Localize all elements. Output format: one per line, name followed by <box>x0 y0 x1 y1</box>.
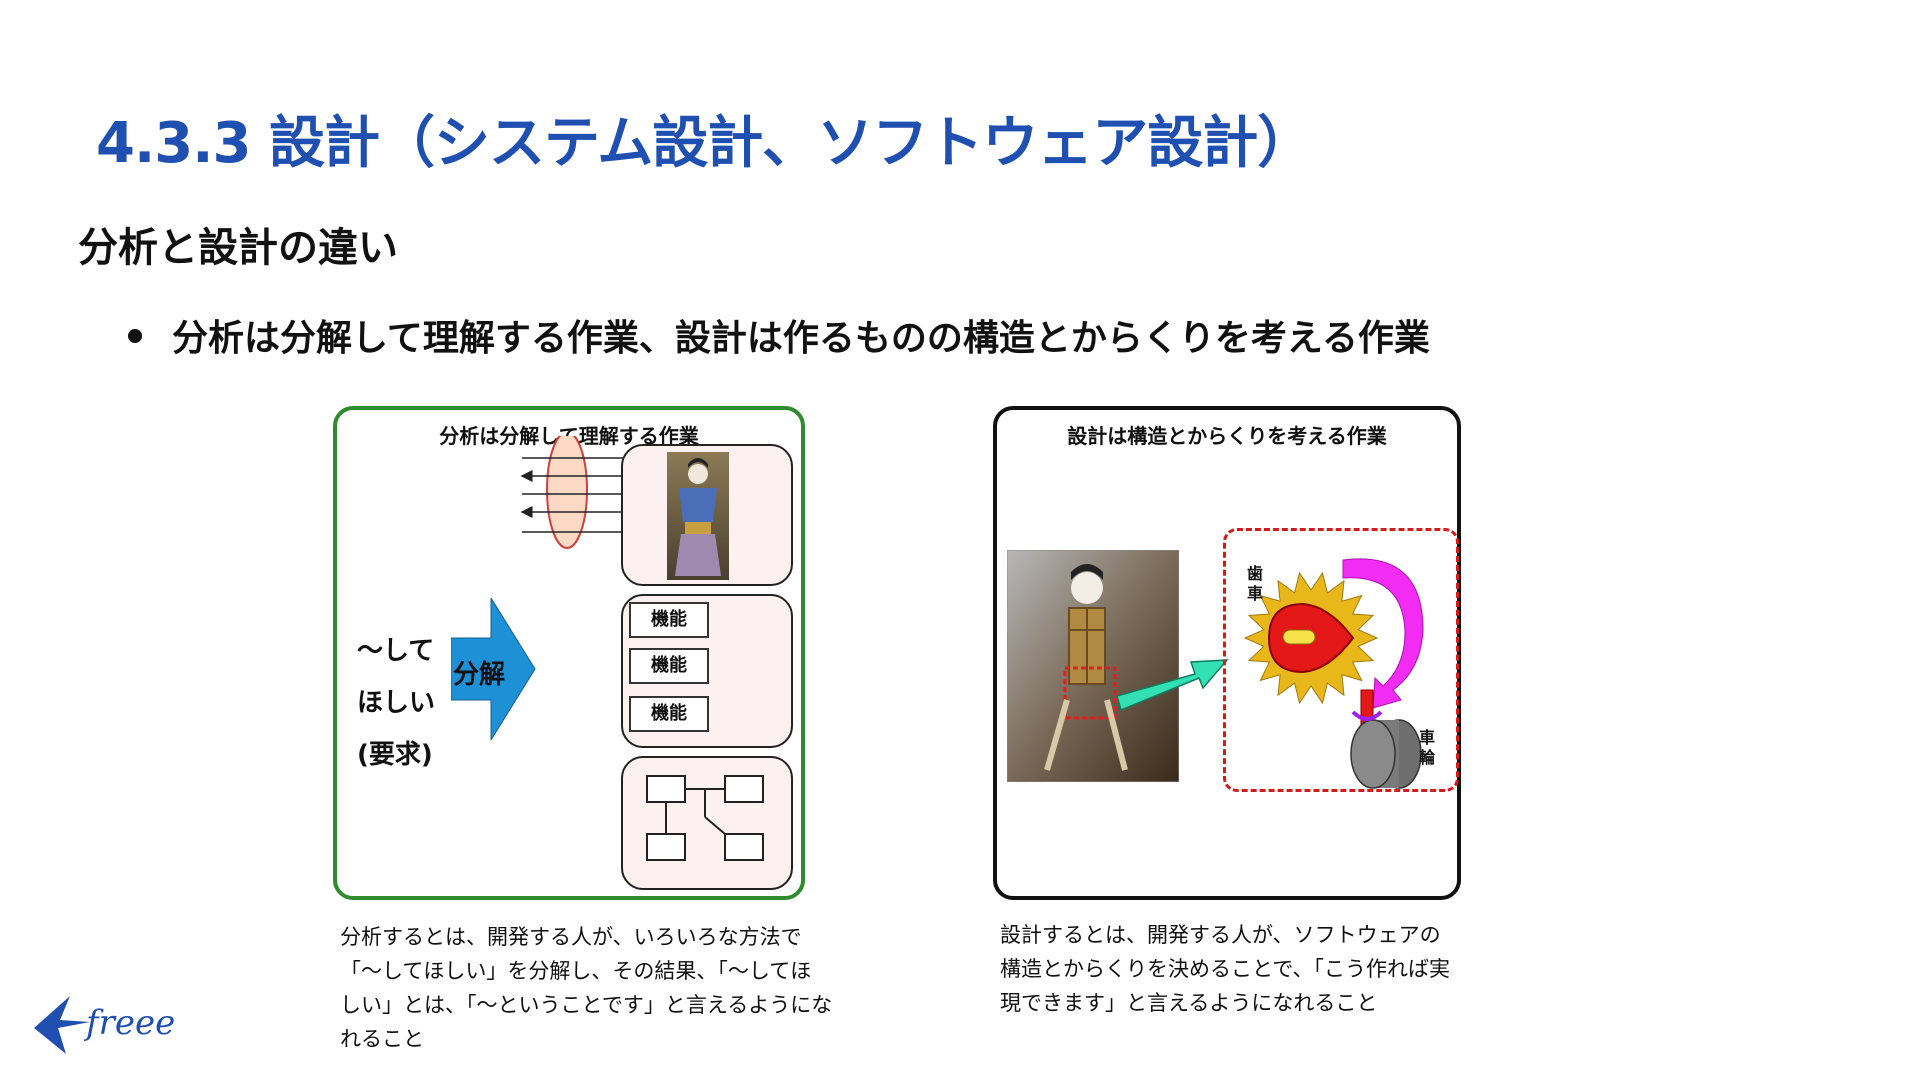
design-caption: 設計するとは、開発する人が、ソフトウェアの 構造とからくりを決めることで、「こう… <box>1000 918 1490 1020</box>
decompose-label: 分解 <box>453 654 505 691</box>
function-label: 機能 <box>629 696 709 732</box>
slide-title: 4.3.3 設計（システム設計、ソフトウェア設計） <box>96 98 1312 179</box>
block-structure-graphic <box>645 772 775 876</box>
caption-line: 「〜してほしい」を分解し、その結果、「〜してほ <box>340 954 840 988</box>
requirement-line: 〜して <box>357 630 434 667</box>
caption-line: 現できます」と言えるようになれること <box>1000 986 1490 1020</box>
requirement-line: (要求) <box>357 734 433 771</box>
doll-photo-box <box>621 444 793 586</box>
section-heading: 分析と設計の違い <box>78 215 398 273</box>
logo-text: freee <box>83 1003 175 1043</box>
function-label: 機能 <box>629 602 709 638</box>
requirement-line: ほしい <box>357 682 435 719</box>
wheel-label: 車輪 <box>1419 728 1439 768</box>
caption-line: 分析するとは、開発する人が、いろいろな方法で <box>340 920 840 954</box>
freee-logo: freee <box>30 990 200 1060</box>
function-label: 機能 <box>629 648 709 684</box>
caption-line: 構造とからくりを決めることで、「こう作れば実 <box>1000 952 1490 986</box>
functions-box: 機能 機能 機能 <box>621 594 793 748</box>
structure-box <box>621 756 793 890</box>
gear-label: 歯車 <box>1247 564 1267 604</box>
bullet-dot <box>128 329 142 343</box>
analysis-diagram-panel: 分析は分解して理解する作業 <box>333 406 805 900</box>
bullet-text: 分析は分解して理解する作業、設計は作るものの構造とからくりを考える作業 <box>172 318 1430 359</box>
design-panel-title: 設計は構造とからくりを考える作業 <box>997 420 1457 449</box>
analysis-caption: 分析するとは、開発する人が、いろいろな方法で 「〜してほしい」を分解し、その結果… <box>340 920 840 1056</box>
caption-line: しい」とは、「〜ということです」と言えるようにな <box>340 988 840 1022</box>
caption-line: 設計するとは、開発する人が、ソフトウェアの <box>1000 918 1490 952</box>
bullet-item: 分析は分解して理解する作業、設計は作るものの構造とからくりを考える作業 <box>128 309 1430 361</box>
pointer-arrow <box>1117 646 1237 726</box>
caption-line: れること <box>340 1022 840 1056</box>
doll-photo <box>667 452 729 580</box>
design-diagram-panel: 設計は構造とからくりを考える作業 <box>993 406 1461 900</box>
